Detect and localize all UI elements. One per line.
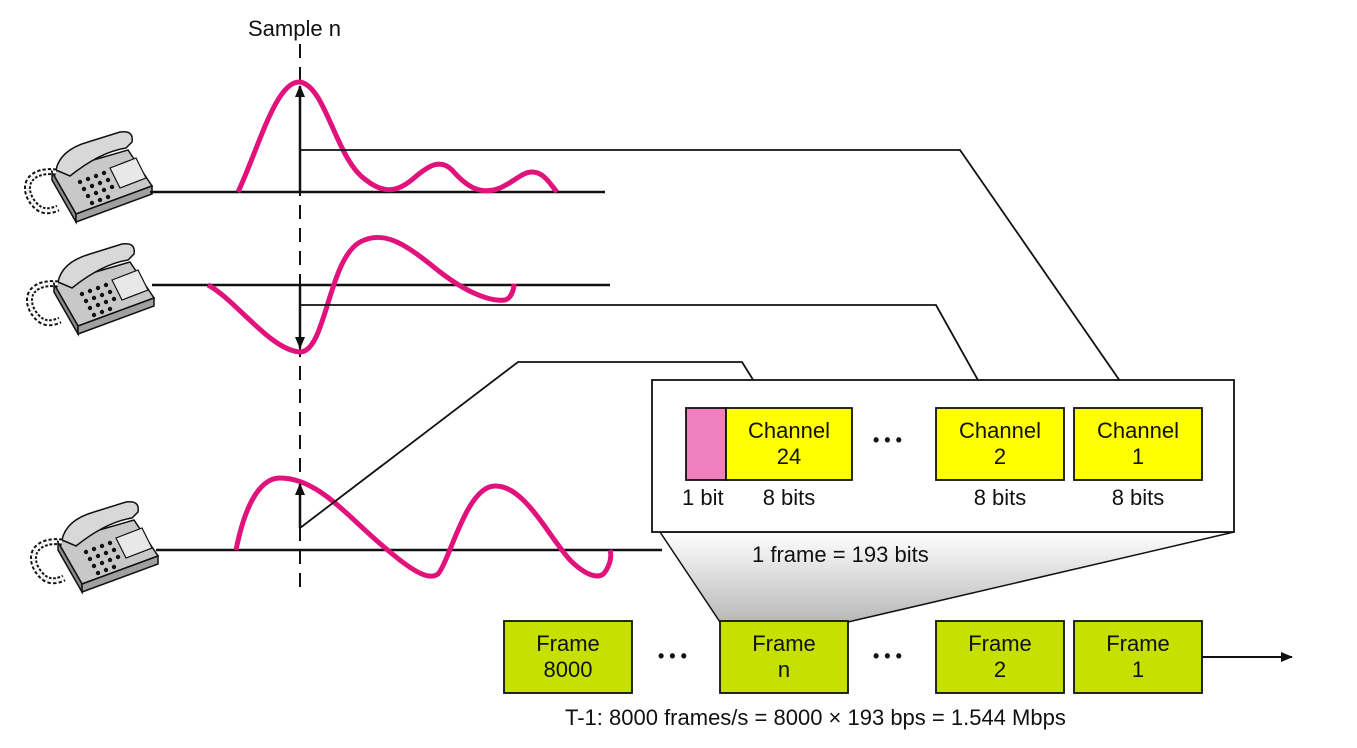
connector-channel-1 bbox=[300, 149, 1139, 408]
waveform-1 bbox=[235, 79, 559, 194]
telephone-icon bbox=[33, 502, 158, 592]
frame-n-box bbox=[719, 620, 849, 694]
framing-bit-size: 1 bit bbox=[682, 485, 724, 510]
sample-label: Sample n bbox=[248, 16, 341, 41]
channel-2-size: 8 bits bbox=[973, 485, 1027, 510]
t1-rate-label: T-1: 8000 frames/s = 8000 × 193 bps = 1.… bbox=[565, 705, 1066, 730]
telephone-icon bbox=[27, 132, 152, 222]
connector-channel-2 bbox=[300, 304, 994, 408]
telephone-icon bbox=[29, 244, 154, 334]
frame-size-label: 1 frame = 193 bits bbox=[752, 542, 929, 567]
channel-24-size: 8 bits bbox=[762, 485, 816, 510]
waveform-3 bbox=[233, 475, 614, 579]
channel-1-size: 8 bits bbox=[1111, 485, 1165, 510]
channel-24-box bbox=[725, 407, 853, 481]
framing-bit bbox=[685, 407, 727, 481]
channel-2-box bbox=[935, 407, 1065, 481]
frame-1-box bbox=[1073, 620, 1203, 694]
frame-zoom-funnel bbox=[658, 531, 1235, 623]
frame-8000-box bbox=[503, 620, 633, 694]
waveform-2 bbox=[206, 234, 517, 355]
frame-ellipsis-right: • • • bbox=[873, 646, 902, 666]
channel-ellipsis: • • • bbox=[873, 430, 902, 450]
frame-2-box bbox=[935, 620, 1065, 694]
channel-1-box bbox=[1073, 407, 1203, 481]
frame-ellipsis-left: • • • bbox=[658, 646, 687, 666]
